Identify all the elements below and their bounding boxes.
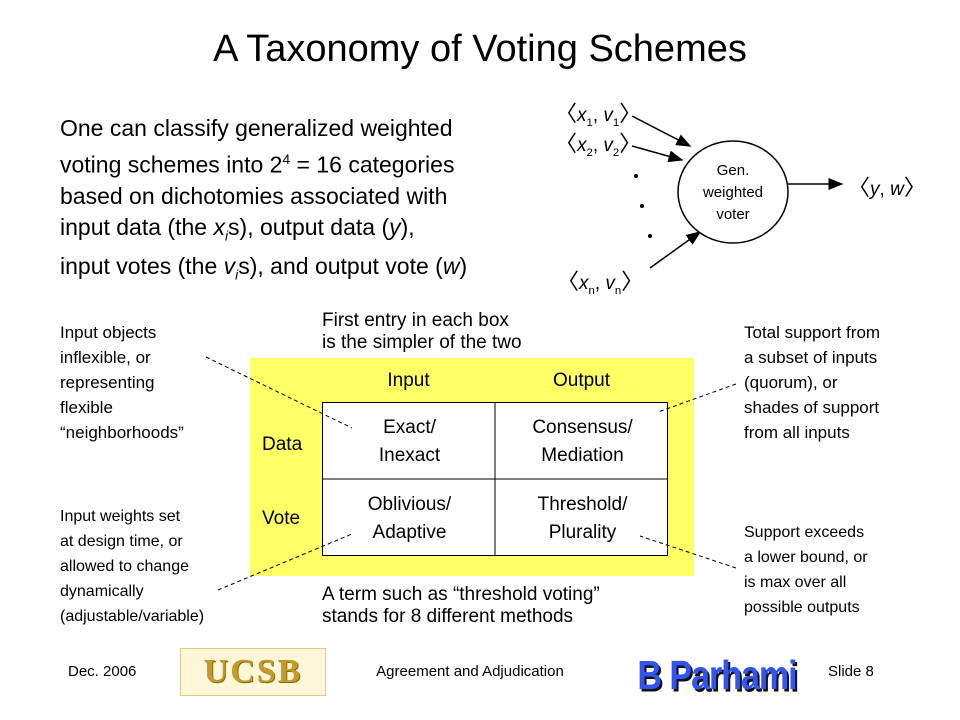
voter-input-1: 〈x1, v1〉 bbox=[555, 101, 642, 129]
cell-input-data: Exact/Inexact bbox=[378, 416, 441, 466]
taxonomy-note-bottom: A term such as “threshold voting” stands… bbox=[322, 584, 600, 627]
leader-bottom-right bbox=[639, 535, 737, 569]
leader-top-left bbox=[205, 356, 353, 429]
annotation-bottom-right: Support exceeds a lower bound, or is max… bbox=[744, 524, 868, 616]
ellipsis-dot-2 bbox=[640, 204, 644, 208]
ucsb-logo: UCSB bbox=[180, 648, 326, 696]
intro-line-4: input data (the xis), output data (y), bbox=[60, 213, 415, 244]
annotation-top-left: Input objects inflexible, or representin… bbox=[60, 323, 184, 442]
ellipsis-dot-3 bbox=[648, 234, 652, 238]
input-arrow-1 bbox=[631, 115, 692, 147]
intro-line-1: One can classify generalized weighted bbox=[60, 115, 453, 141]
footer-date: Dec. 2006 bbox=[68, 663, 137, 680]
ellipsis-dot-1 bbox=[634, 174, 638, 178]
footer-slide-number: Slide 8 bbox=[828, 663, 874, 680]
parhami-logo: B Parhami bbox=[637, 652, 797, 699]
cell-output-data: Consensus/Mediation bbox=[532, 416, 633, 466]
footer-center-title: Agreement and Adjudication bbox=[376, 663, 564, 680]
taxonomy-grid: Exact/Inexact Consensus/Mediation Oblivi… bbox=[322, 402, 668, 556]
voter-input-2: 〈x2, v2〉 bbox=[555, 131, 642, 159]
col-header-output: Output bbox=[552, 370, 611, 391]
intro-line-5: input votes (the vis), and output vote (… bbox=[60, 253, 468, 283]
annotation-bottom-left: Input weights set at design time, or all… bbox=[60, 508, 205, 625]
leader-top-right bbox=[657, 383, 737, 413]
voter-input-n: 〈xn, vn〉 bbox=[557, 269, 644, 297]
intro-line-3: based on dichotomies associated with bbox=[60, 182, 448, 209]
taxonomy-note-top: First entry in each box is the simpler o… bbox=[322, 310, 522, 353]
intro-paragraph: One can classify generalized weighted vo… bbox=[60, 113, 467, 291]
voter-node bbox=[677, 140, 789, 244]
annotation-top-right: Total support from a subset of inputs (q… bbox=[744, 323, 881, 442]
slide-title: A Taxonomy of Voting Schemes bbox=[213, 28, 747, 70]
voter-node-label: Gen. weighted voter bbox=[702, 162, 764, 223]
grid-dividers bbox=[322, 402, 668, 556]
cell-output-vote: Threshold/Plurality bbox=[537, 493, 628, 543]
intro-line-2: voting schemes into 24 = 16 categories bbox=[60, 151, 455, 178]
leader-bottom-left bbox=[217, 533, 353, 591]
col-header-input: Input bbox=[387, 370, 430, 391]
cell-input-vote: Oblivious/Adaptive bbox=[367, 493, 452, 543]
input-arrow-2 bbox=[631, 145, 684, 163]
input-arrow-n bbox=[649, 231, 702, 269]
row-header-data: Data bbox=[262, 434, 303, 455]
voter-output: 〈y, w〉 bbox=[848, 175, 926, 200]
row-header-vote: Vote bbox=[262, 508, 301, 529]
